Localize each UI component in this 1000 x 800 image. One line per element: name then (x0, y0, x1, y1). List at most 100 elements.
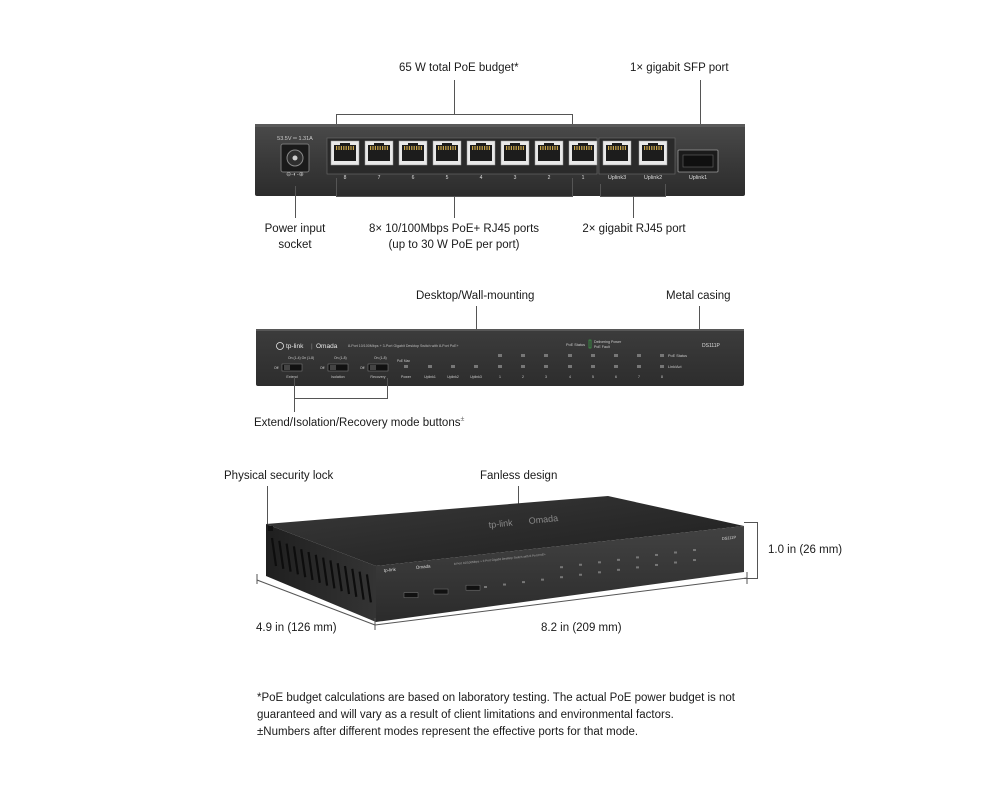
iso-mode-switch (465, 584, 481, 591)
poe-fault-label: PoE Fault (594, 345, 610, 349)
front-panel: tp-link | Omada 8-Port 10/100Mbps + 3-Po… (256, 329, 744, 386)
sfp-callout-vertical (700, 80, 701, 146)
mode-switch-off-label: Off (274, 366, 279, 370)
mounting-label: Desktop/Wall-mounting (416, 290, 535, 302)
rj45-port: 6 (398, 140, 428, 181)
front-led: Uplink1 (424, 365, 436, 379)
front-led-label: 2 (522, 375, 524, 379)
power-input-label-1: Power input (264, 223, 326, 235)
mode-switch-name: Recovery (370, 375, 385, 379)
iso-leds (484, 549, 696, 588)
height-dim-bottom (744, 578, 758, 579)
iso-led (674, 561, 677, 564)
iso-led (655, 563, 658, 566)
vent-slot (270, 537, 278, 567)
iso-led (636, 556, 639, 559)
front-model: DS111P (702, 343, 721, 349)
rj45-port-number: 1 (582, 175, 585, 181)
front-led: 2 (521, 354, 525, 379)
rj45-port: 3 (500, 140, 530, 181)
power-callout (295, 186, 296, 218)
poe-max-label: PoE Max (397, 359, 410, 363)
ports-callout-left (336, 178, 337, 196)
mode-switch-on-labels: On (1-4) On (1-8) (288, 356, 314, 360)
poe-budget-label: 65 W total PoE budget* (399, 62, 519, 74)
brand-omada: Omada (316, 343, 338, 350)
rj45-port: 5 (432, 140, 462, 181)
rj45-port: 8 (330, 140, 360, 181)
vent-slot (322, 557, 329, 586)
brand-tplink: tp-link (286, 343, 304, 350)
front-led-label: 6 (615, 375, 617, 379)
fanless-callout (518, 486, 519, 506)
front-led: 6 (614, 354, 618, 379)
buttons-callout-horizontal (294, 398, 388, 399)
front-led: 1 (498, 354, 502, 379)
iso-led (693, 559, 696, 562)
front-led-label: 1 (499, 375, 501, 379)
front-led-label: Uplink2 (447, 375, 459, 379)
rj45-port-number: Uplink2 (644, 175, 662, 181)
iso-led (655, 553, 658, 556)
fanless-label: Fanless design (480, 470, 558, 482)
depth-width-dimension-lines (256, 572, 748, 630)
top-logo: tp-link (488, 517, 513, 530)
front-led: Power (401, 365, 412, 379)
front-led: 5 (591, 354, 595, 379)
front-led: Uplink2 (447, 365, 459, 379)
front-led-label: Uplink1 (424, 375, 436, 379)
depth-dimension: 4.9 in (126 mm) (256, 622, 337, 634)
gigabit-callout-vertical (633, 196, 634, 218)
iso-led (560, 576, 563, 579)
iso-led (522, 581, 525, 584)
vent-slot (314, 554, 321, 583)
front-led-label: Uplink3 (470, 375, 482, 379)
front-led-label: Power (401, 375, 412, 379)
rj45-port: Uplink3 (602, 140, 632, 181)
poe-ports-label-2: (up to 30 W PoE per port) (388, 239, 520, 251)
sfp-port-label: 1× gigabit SFP port (630, 62, 729, 74)
mode-buttons-text: Extend/Isolation/Recovery mode buttons (254, 416, 461, 429)
rj45-port-number: 4 (480, 175, 483, 181)
poe-budget-callout-horizontal (336, 114, 573, 115)
vent-slot (300, 549, 307, 578)
vent-slot (307, 551, 314, 581)
iso-model: DS111P (722, 534, 737, 541)
iso-led (598, 561, 601, 564)
vent-slot (343, 565, 351, 595)
front-led-label: 8 (661, 375, 663, 379)
poe-budget-callout-vertical (454, 80, 455, 114)
vent-slot (351, 568, 358, 597)
gigabit-ports-label: 2× gigabit RJ45 port (582, 223, 686, 235)
rj45-port-number: 6 (412, 175, 415, 181)
front-led-label: 3 (545, 375, 547, 379)
gigabit-callout-left (600, 184, 601, 196)
front-led: 7 (637, 354, 641, 379)
vent-slot (365, 574, 372, 603)
rj45-port: 7 (364, 140, 394, 181)
power-rating-text: 53.5V ═ 1.31A (277, 136, 313, 142)
top-logo-omada: Omada (528, 513, 558, 526)
rj45-port-number: 8 (344, 175, 347, 181)
vent-slot (329, 560, 336, 589)
iso-mode-switch (433, 588, 449, 595)
iso-led (579, 573, 582, 576)
iso-led (674, 551, 677, 554)
iso-led (693, 549, 696, 552)
link-act-label: Link/Act (668, 365, 682, 369)
rj45-port-number: 2 (548, 175, 551, 181)
gigabit-callout-horizontal (600, 196, 666, 197)
mode-buttons-label: Extend/Isolation/Recovery mode buttons± (254, 412, 464, 431)
vent-slot (278, 540, 285, 569)
mode-buttons-mark: ± (460, 416, 465, 423)
mode-switch-off-label: Off (360, 366, 365, 370)
height-dim-top (744, 522, 758, 523)
security-lock-callout (267, 486, 268, 526)
